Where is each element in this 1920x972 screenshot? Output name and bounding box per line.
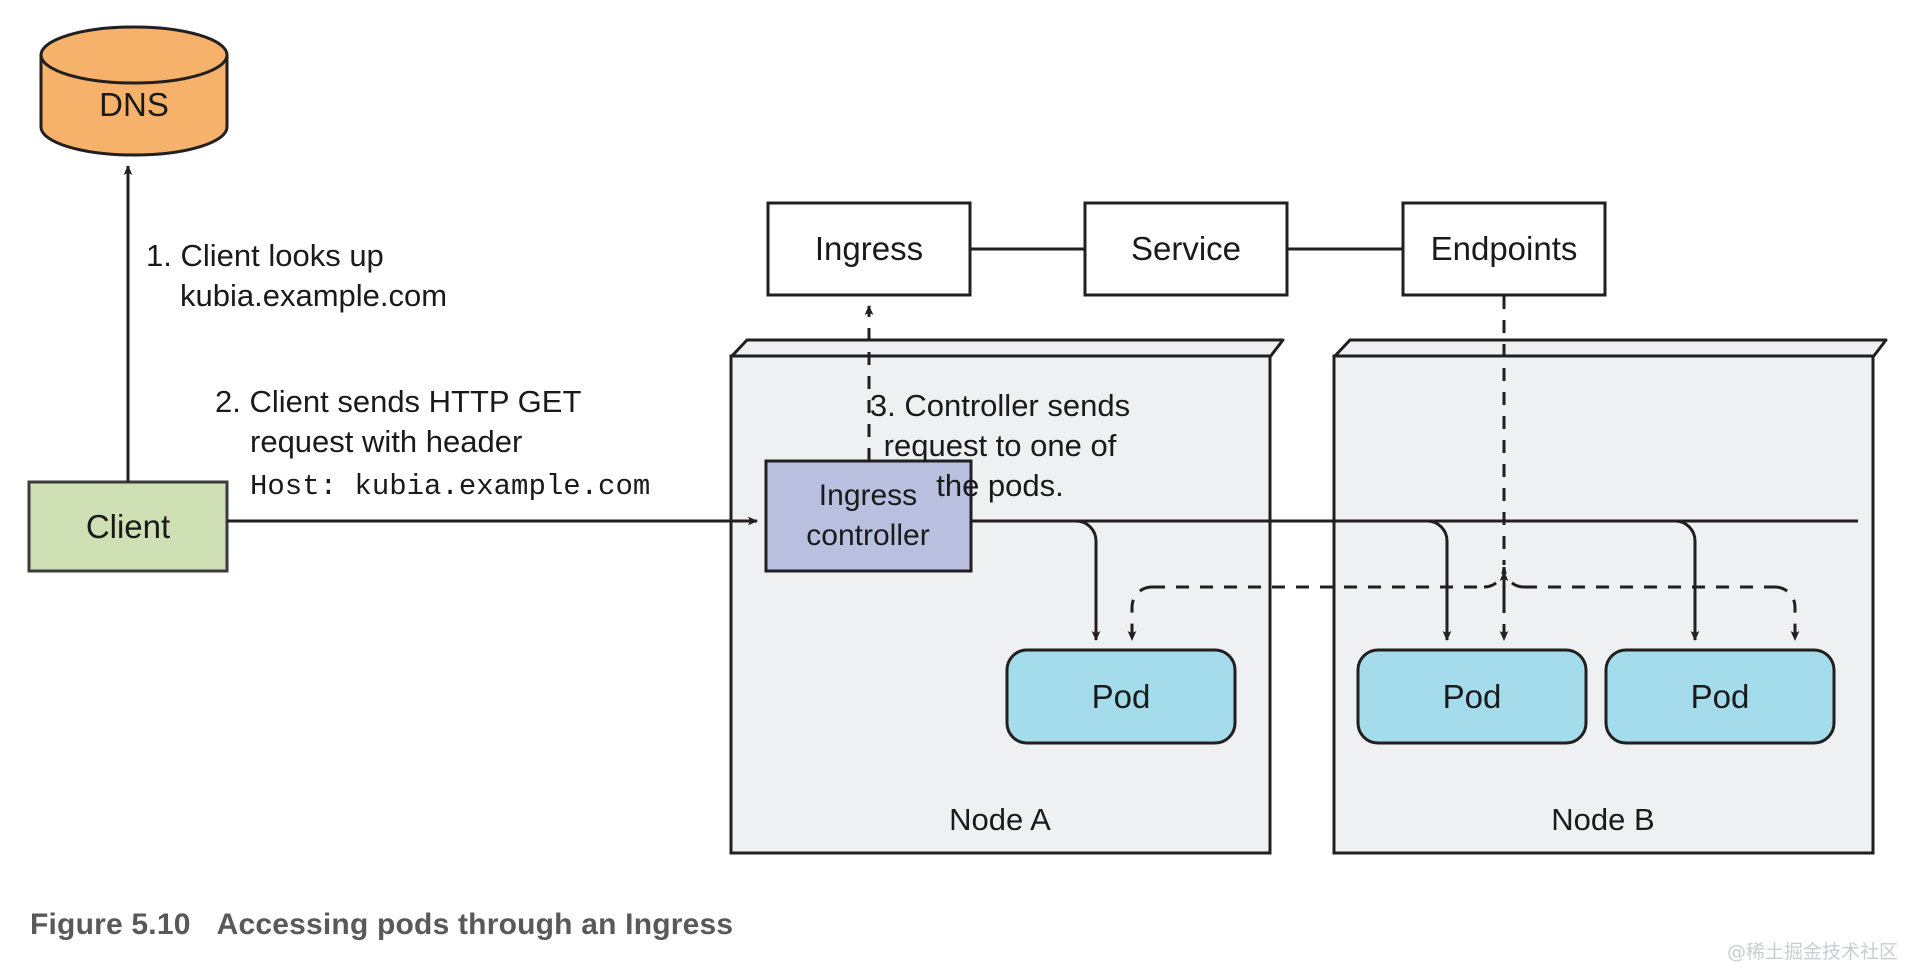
node-a-container — [729, 338, 1285, 855]
client-box[interactable] — [27, 480, 229, 573]
ingress-controller-label-line2: controller — [806, 519, 929, 552]
dns-cylinder-top — [39, 25, 229, 85]
ingress-controller-box[interactable] — [764, 459, 973, 573]
step3-line2: request to one of — [884, 428, 1117, 463]
figure-caption: Figure 5.10 Accessing pods through an Ing… — [30, 908, 733, 942]
endpoints-label: Endpoints — [1431, 230, 1578, 267]
watermark: @稀土掘金技术社区 — [1726, 941, 1898, 963]
step2-line1: 2. Client sends HTTP GET — [215, 384, 581, 419]
node-a-top-face — [729, 338, 1285, 359]
node-a-body — [729, 354, 1272, 855]
controller-to-pod-b2-arrow — [1674, 519, 1700, 641]
dns-cylinder[interactable]: DNS — [39, 25, 229, 157]
node-a-label: Node A — [949, 802, 1051, 837]
controller-to-pod-b1-arrow — [1426, 519, 1452, 641]
service-label: Service — [1131, 230, 1241, 267]
pod-b1-label: Pod — [1443, 678, 1502, 715]
client-label: Client — [86, 508, 170, 545]
controller-to-pod-a1-arrow — [1075, 519, 1101, 641]
endpoints-to-pod-b2-arrow — [1774, 585, 1800, 641]
node-b-body — [1332, 354, 1875, 855]
step3-line3: the pods. — [936, 468, 1064, 503]
figure-title: Accessing pods through an Ingress — [216, 908, 734, 941]
pod-b1-box[interactable] — [1356, 648, 1588, 745]
step1-line2: kubia.example.com — [180, 278, 447, 313]
endpoints-box[interactable] — [1401, 201, 1607, 297]
node-b-container — [1332, 338, 1888, 855]
ingress-label: Ingress — [815, 230, 923, 267]
pod-a1-label: Pod — [1092, 678, 1151, 715]
step2-line2: request with header — [250, 424, 522, 459]
pod-b2-label: Pod — [1691, 678, 1750, 715]
ingress-controller-label-line1: Ingress — [819, 479, 917, 512]
step2-line3-host-header: Host: kubia.example.com — [250, 470, 650, 503]
node-b-top-face — [1332, 338, 1888, 359]
endpoints-junction-curve-right — [1502, 566, 1525, 589]
service-box[interactable] — [1083, 201, 1289, 297]
node-b-label: Node B — [1551, 802, 1654, 837]
pod-b2-box[interactable] — [1604, 648, 1836, 745]
step1-line1: 1. Client looks up — [146, 238, 384, 273]
ingress-box[interactable] — [766, 201, 972, 297]
figure-number: Figure 5.10 — [30, 908, 191, 941]
dns-label: DNS — [99, 86, 169, 123]
endpoints-to-pod-a1-arrow — [1127, 585, 1153, 641]
pod-a1-box[interactable] — [1005, 648, 1237, 745]
step3-line1: 3. Controller sends — [870, 388, 1130, 423]
